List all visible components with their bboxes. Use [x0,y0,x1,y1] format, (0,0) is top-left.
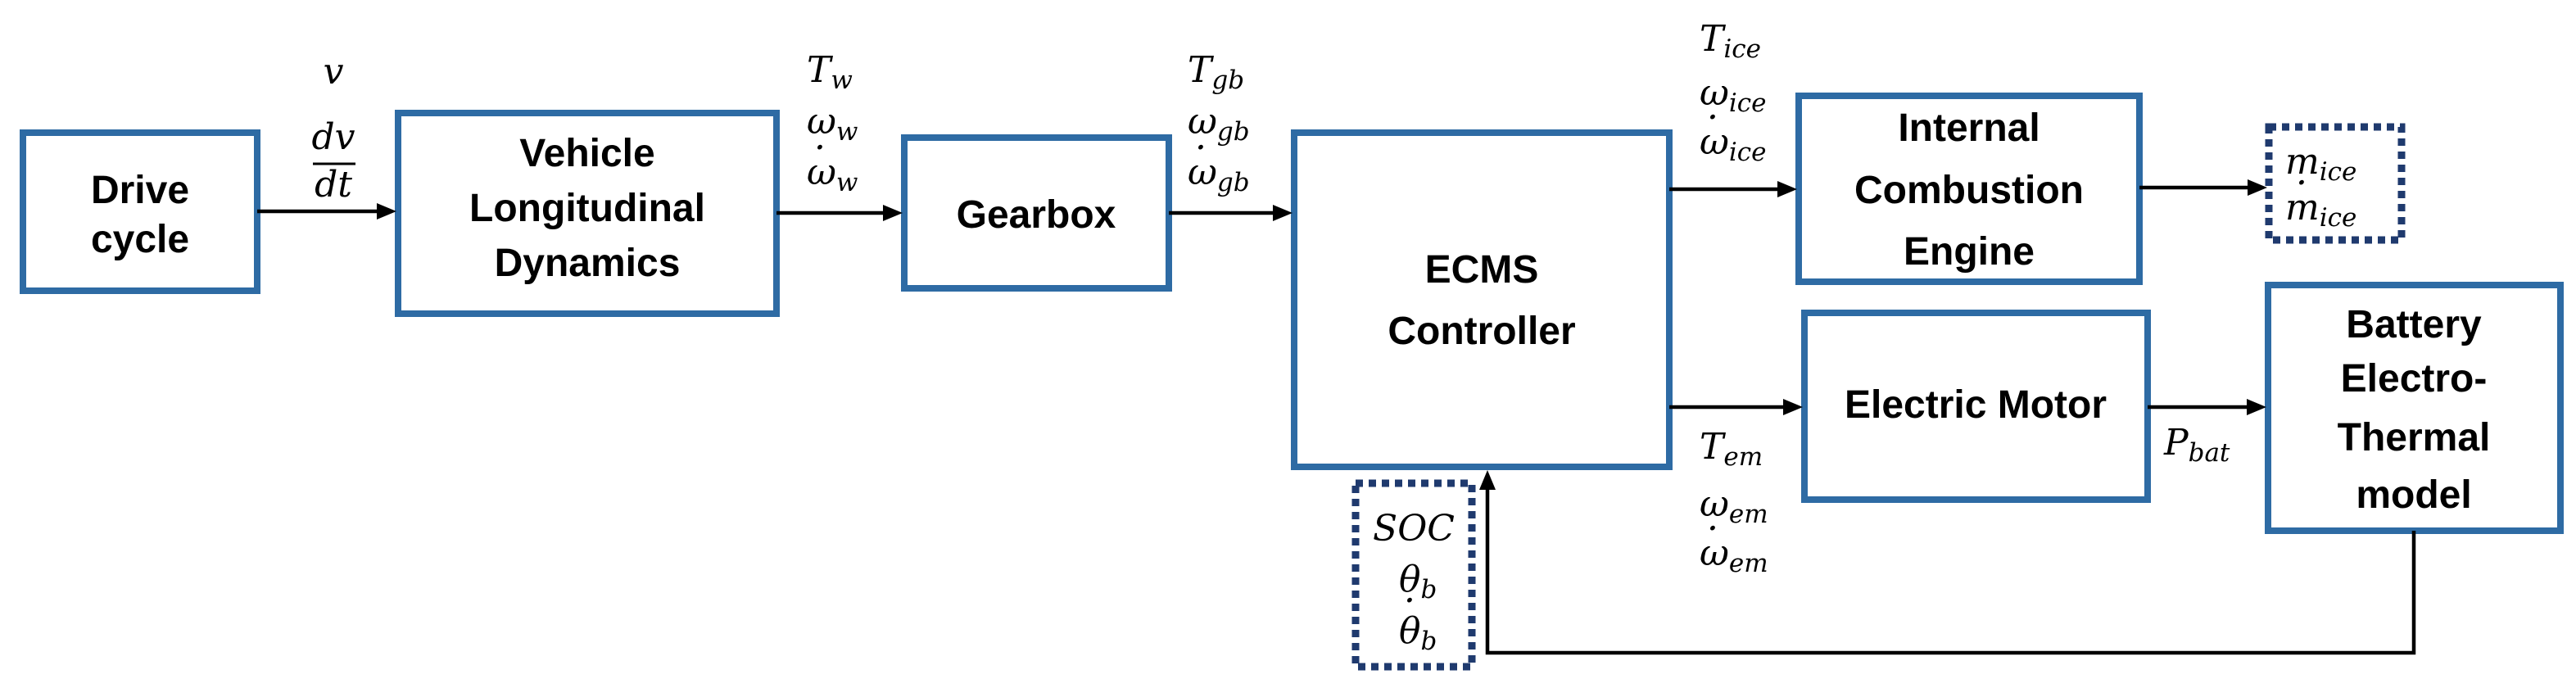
ice-torque-label: Tice [1700,18,1761,64]
gearbox-speed-label: ωgb [1188,101,1250,147]
gearbox-label: Gearbox [957,193,1116,237]
velocity-label: v [324,51,344,93]
arrow-drive-cycle-to-vehicle [257,203,396,220]
ice-accel-dot: · [1707,97,1718,138]
ecms-label-line2: Controller [1388,310,1575,353]
ecms-label-line1: ECMS [1425,248,1539,292]
battery-label-line4: model [2356,473,2471,517]
gearbox-accel-label: ωgb [1188,152,1250,197]
em-accel-dot: · [1707,508,1718,550]
battery-label-line3: Thermal [2338,416,2491,459]
ice-label-line3: Engine [1904,230,2035,274]
wheel-accel-dot: · [814,127,826,169]
ice-label-line1: Internal [1898,106,2040,150]
wheel-speed-label: ωw [807,101,858,147]
arrow-vehicle-to-gearbox [776,205,903,221]
arrow-ecms-to-ice [1669,181,1797,197]
arrow-ice-to-fuel-output [2139,179,2267,196]
arrow-ecms-to-electric-motor [1669,399,1803,415]
vehicle-dynamics-label-line1: Vehicle [519,132,654,175]
battery-label-line2: Electro- [2341,357,2488,401]
em-speed-label: ωem [1700,483,1768,529]
arrow-gearbox-to-ecms [1169,205,1293,221]
electric-motor-label: Electric Motor [1845,383,2107,427]
battery-state-box [1351,479,1476,671]
em-torque-label: Tem [1700,426,1763,472]
accel-denominator: dt [315,164,352,206]
battery-temp-label: θb [1399,559,1437,604]
vehicle-dynamics-label-line3: Dynamics [495,242,681,285]
battery-label-line1: Battery [2346,303,2482,346]
accel-numerator: dv [311,116,355,158]
arrow-battery-feedback-to-ecms [1479,470,2416,655]
vehicle-dynamics-label-line2: Longitudinal [469,187,705,230]
em-accel-label: ωem [1700,532,1768,578]
battery-electro-thermal-block: Battery Electro- Thermal model [2265,282,2564,534]
battery-temp-rate-dot: · [1404,580,1415,622]
ice-accel-label: ωice [1700,121,1767,167]
battery-power-label: Pbat [2163,422,2230,468]
drive-cycle-label-line2: cycle [91,218,189,261]
internal-combustion-engine-block: Internal Combustion Engine [1795,93,2143,285]
gearbox-block: Gearbox [901,134,1172,292]
arrow-motor-to-battery [2148,399,2266,415]
drive-cycle-label-line1: Drive [91,169,189,212]
drive-cycle-block: Drive cycle [20,129,260,294]
ice-speed-label: ωice [1700,72,1767,118]
fuel-rate-dot: · [2296,162,2307,204]
fuel-mass-label: mice [2285,141,2356,187]
soc-label: SOC [1373,508,1455,550]
ice-fuel-output-box [2265,123,2406,244]
vehicle-longitudinal-dynamics-block: Vehicle Longitudinal Dynamics [395,110,780,317]
gearbox-torque-label: Tgb [1188,49,1244,95]
wheel-torque-label: Tw [807,49,853,95]
wheel-accel-label: ωw [807,152,858,197]
ice-label-line2: Combustion [1854,169,2084,212]
fuel-rate-label: mice [2285,187,2356,233]
ecms-controller-block: ECMS Controller [1291,129,1673,470]
battery-temp-rate-label: θb [1399,610,1437,656]
electric-motor-block: Electric Motor [1801,310,2151,503]
gearbox-accel-dot: · [1195,127,1207,169]
